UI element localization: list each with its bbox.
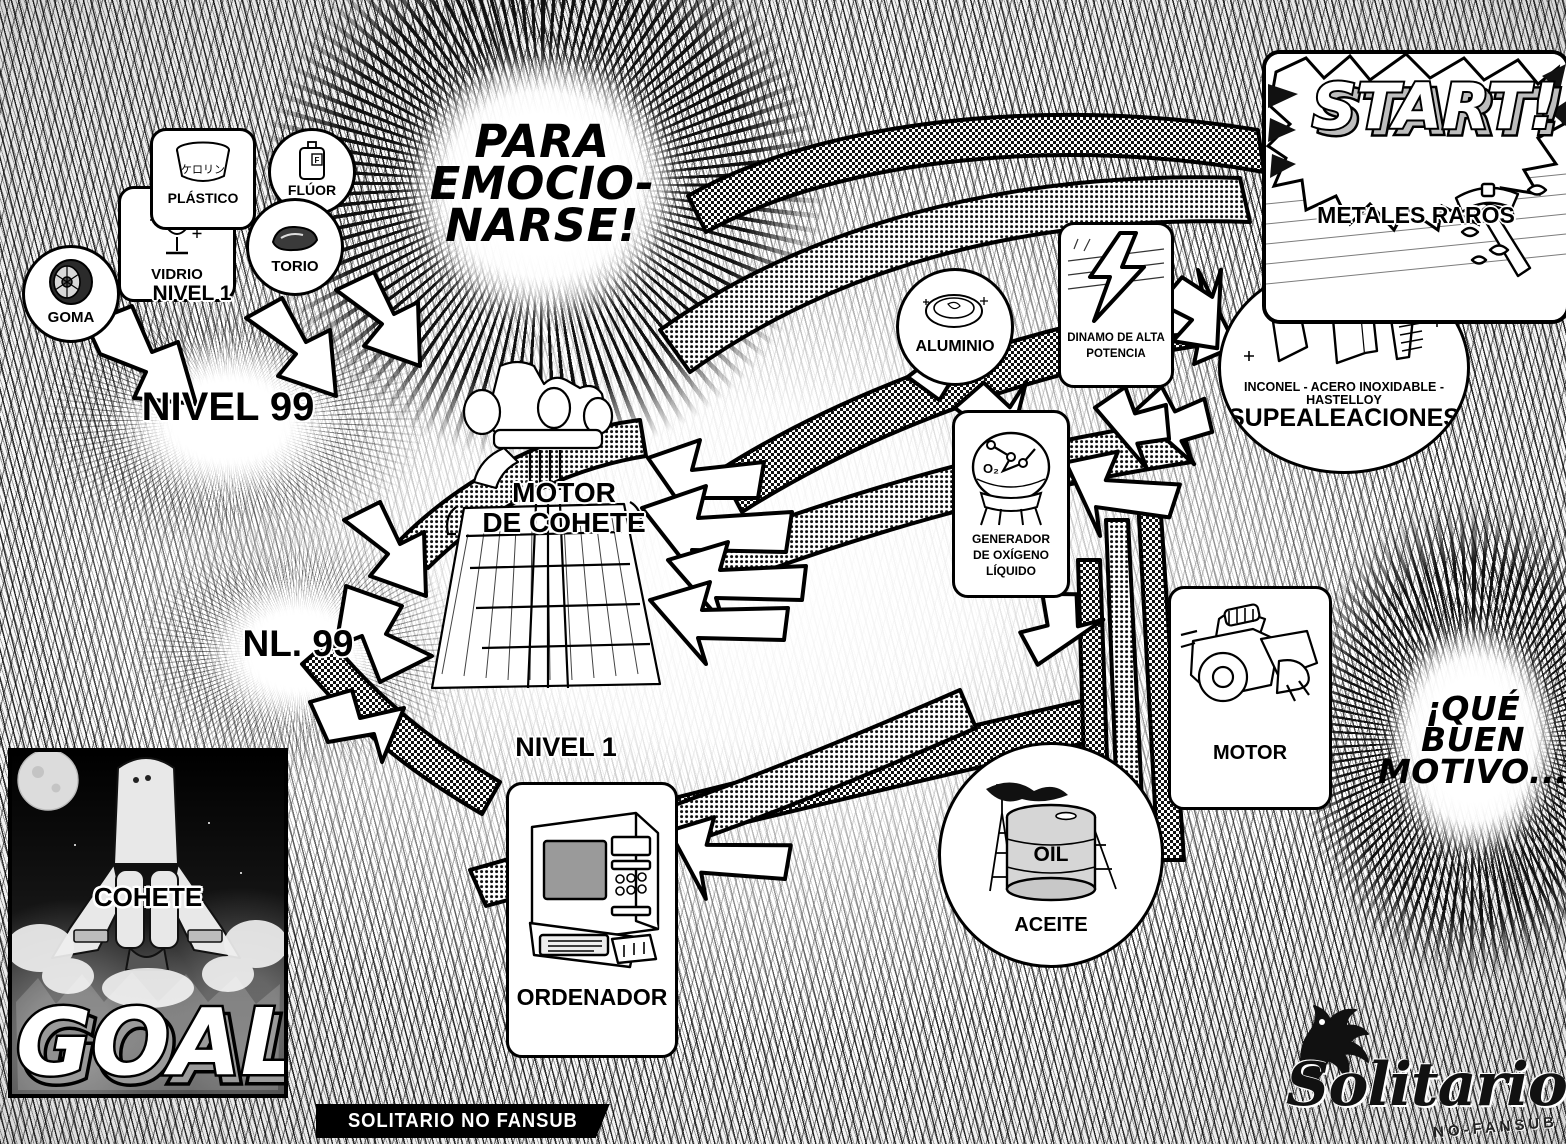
goal-text: GOAL bbox=[16, 989, 284, 1094]
node-label-ordenador: ORDENADOR bbox=[516, 984, 668, 1010]
node-label-vidrio: VIDRIO bbox=[151, 266, 203, 283]
svg-text:OIL: OIL bbox=[1034, 843, 1069, 866]
node-label-supealeaciones: SUPEALEACIONES bbox=[1228, 404, 1460, 432]
node-aceite[interactable]: OIL ACEITE bbox=[938, 742, 1164, 968]
node-label-fluor: FLÚOR bbox=[287, 182, 337, 198]
logo-wordmark: Solitario bbox=[1286, 1050, 1566, 1120]
tire-icon bbox=[25, 256, 117, 308]
oxygen-tank-icon: O₂ bbox=[955, 423, 1067, 527]
node-oxigeno[interactable]: O₂ GENERADOR DE OXÍGENO LÍQUIDO bbox=[952, 410, 1070, 598]
credit-text: SOLITARIO NO FANSUB bbox=[347, 1109, 578, 1132]
car-engine-icon bbox=[1171, 601, 1329, 727]
rocket-launch-icon: GOAL GOAL bbox=[12, 752, 284, 1094]
svg-text:ケロリン: ケロリン bbox=[181, 163, 225, 176]
free-label-nivel-1-top: NIVEL 1 bbox=[152, 282, 232, 305]
node-label-torio: TORIO bbox=[271, 258, 319, 275]
credit-bar: SOLITARIO NO FANSUB bbox=[316, 1104, 610, 1138]
rocket-engine-illustration bbox=[408, 356, 708, 756]
node-goma[interactable]: GOMA bbox=[22, 245, 120, 343]
flash-label-nivel-99: NIVEL 99 bbox=[141, 385, 315, 429]
flash-label-nl-99: NL. 99 bbox=[242, 623, 354, 664]
fansub-logo: Solitario NO-FANSUB bbox=[1274, 992, 1566, 1142]
svg-text:F: F bbox=[315, 156, 320, 165]
panel-caption-metales-raros: METALES RAROS bbox=[1317, 202, 1515, 228]
node-label-oxigeno: GENERADOR DE OXÍGENO LÍQUIDO bbox=[971, 532, 1050, 579]
start-panel-art: START! START! bbox=[1266, 54, 1566, 320]
aluminium-ingot-icon bbox=[899, 285, 1011, 337]
node-label-aluminio: ALUMINIO bbox=[915, 338, 995, 355]
retro-computer-icon bbox=[509, 803, 675, 973]
node-motor[interactable]: MOTOR bbox=[1168, 586, 1332, 810]
node-ordenador[interactable]: ORDENADOR bbox=[506, 782, 678, 1058]
node-label-dinamo: DINAMO DE ALTA POTENCIA bbox=[1067, 332, 1165, 360]
start-title: START! bbox=[1312, 70, 1558, 143]
svg-text:O₂: O₂ bbox=[983, 461, 999, 476]
free-label-motor-de-cohete: MOTOR DE COHETE bbox=[482, 477, 646, 538]
node-aluminio[interactable]: ALUMINIO bbox=[896, 268, 1014, 386]
oil-drum-icon: OIL bbox=[941, 769, 1161, 905]
thorium-ore-icon bbox=[249, 217, 341, 257]
node-label-aceite: ACEITE bbox=[1014, 914, 1088, 936]
node-plastico[interactable]: ケロリン PLÁSTICO bbox=[150, 128, 256, 230]
free-label-nivel-1-bottom: NIVEL 1 bbox=[515, 732, 617, 762]
node-label-motor: MOTOR bbox=[1212, 742, 1288, 764]
node-label-plastico: PLÁSTICO bbox=[167, 190, 239, 206]
panel-goal[interactable]: GOAL GOAL COHETE bbox=[8, 748, 288, 1098]
node-label-goma: GOMA bbox=[47, 309, 95, 326]
fluorine-bottle-icon: F bbox=[271, 140, 353, 182]
panel-label-cohete: COHETE bbox=[93, 882, 203, 912]
burst-core bbox=[410, 55, 674, 313]
plastic-bucket-icon: ケロリン bbox=[153, 139, 253, 189]
panel-start[interactable]: START! START! METALES RAROS bbox=[1262, 50, 1566, 324]
shout-balloon-motive: ¡QUÉ BUEN MOTIVO... bbox=[1290, 494, 1566, 986]
node-dinamo[interactable]: DINAMO DE ALTA POTENCIA bbox=[1058, 222, 1174, 388]
burst-core bbox=[1389, 627, 1557, 853]
lightning-bolt-icon bbox=[1061, 231, 1171, 323]
